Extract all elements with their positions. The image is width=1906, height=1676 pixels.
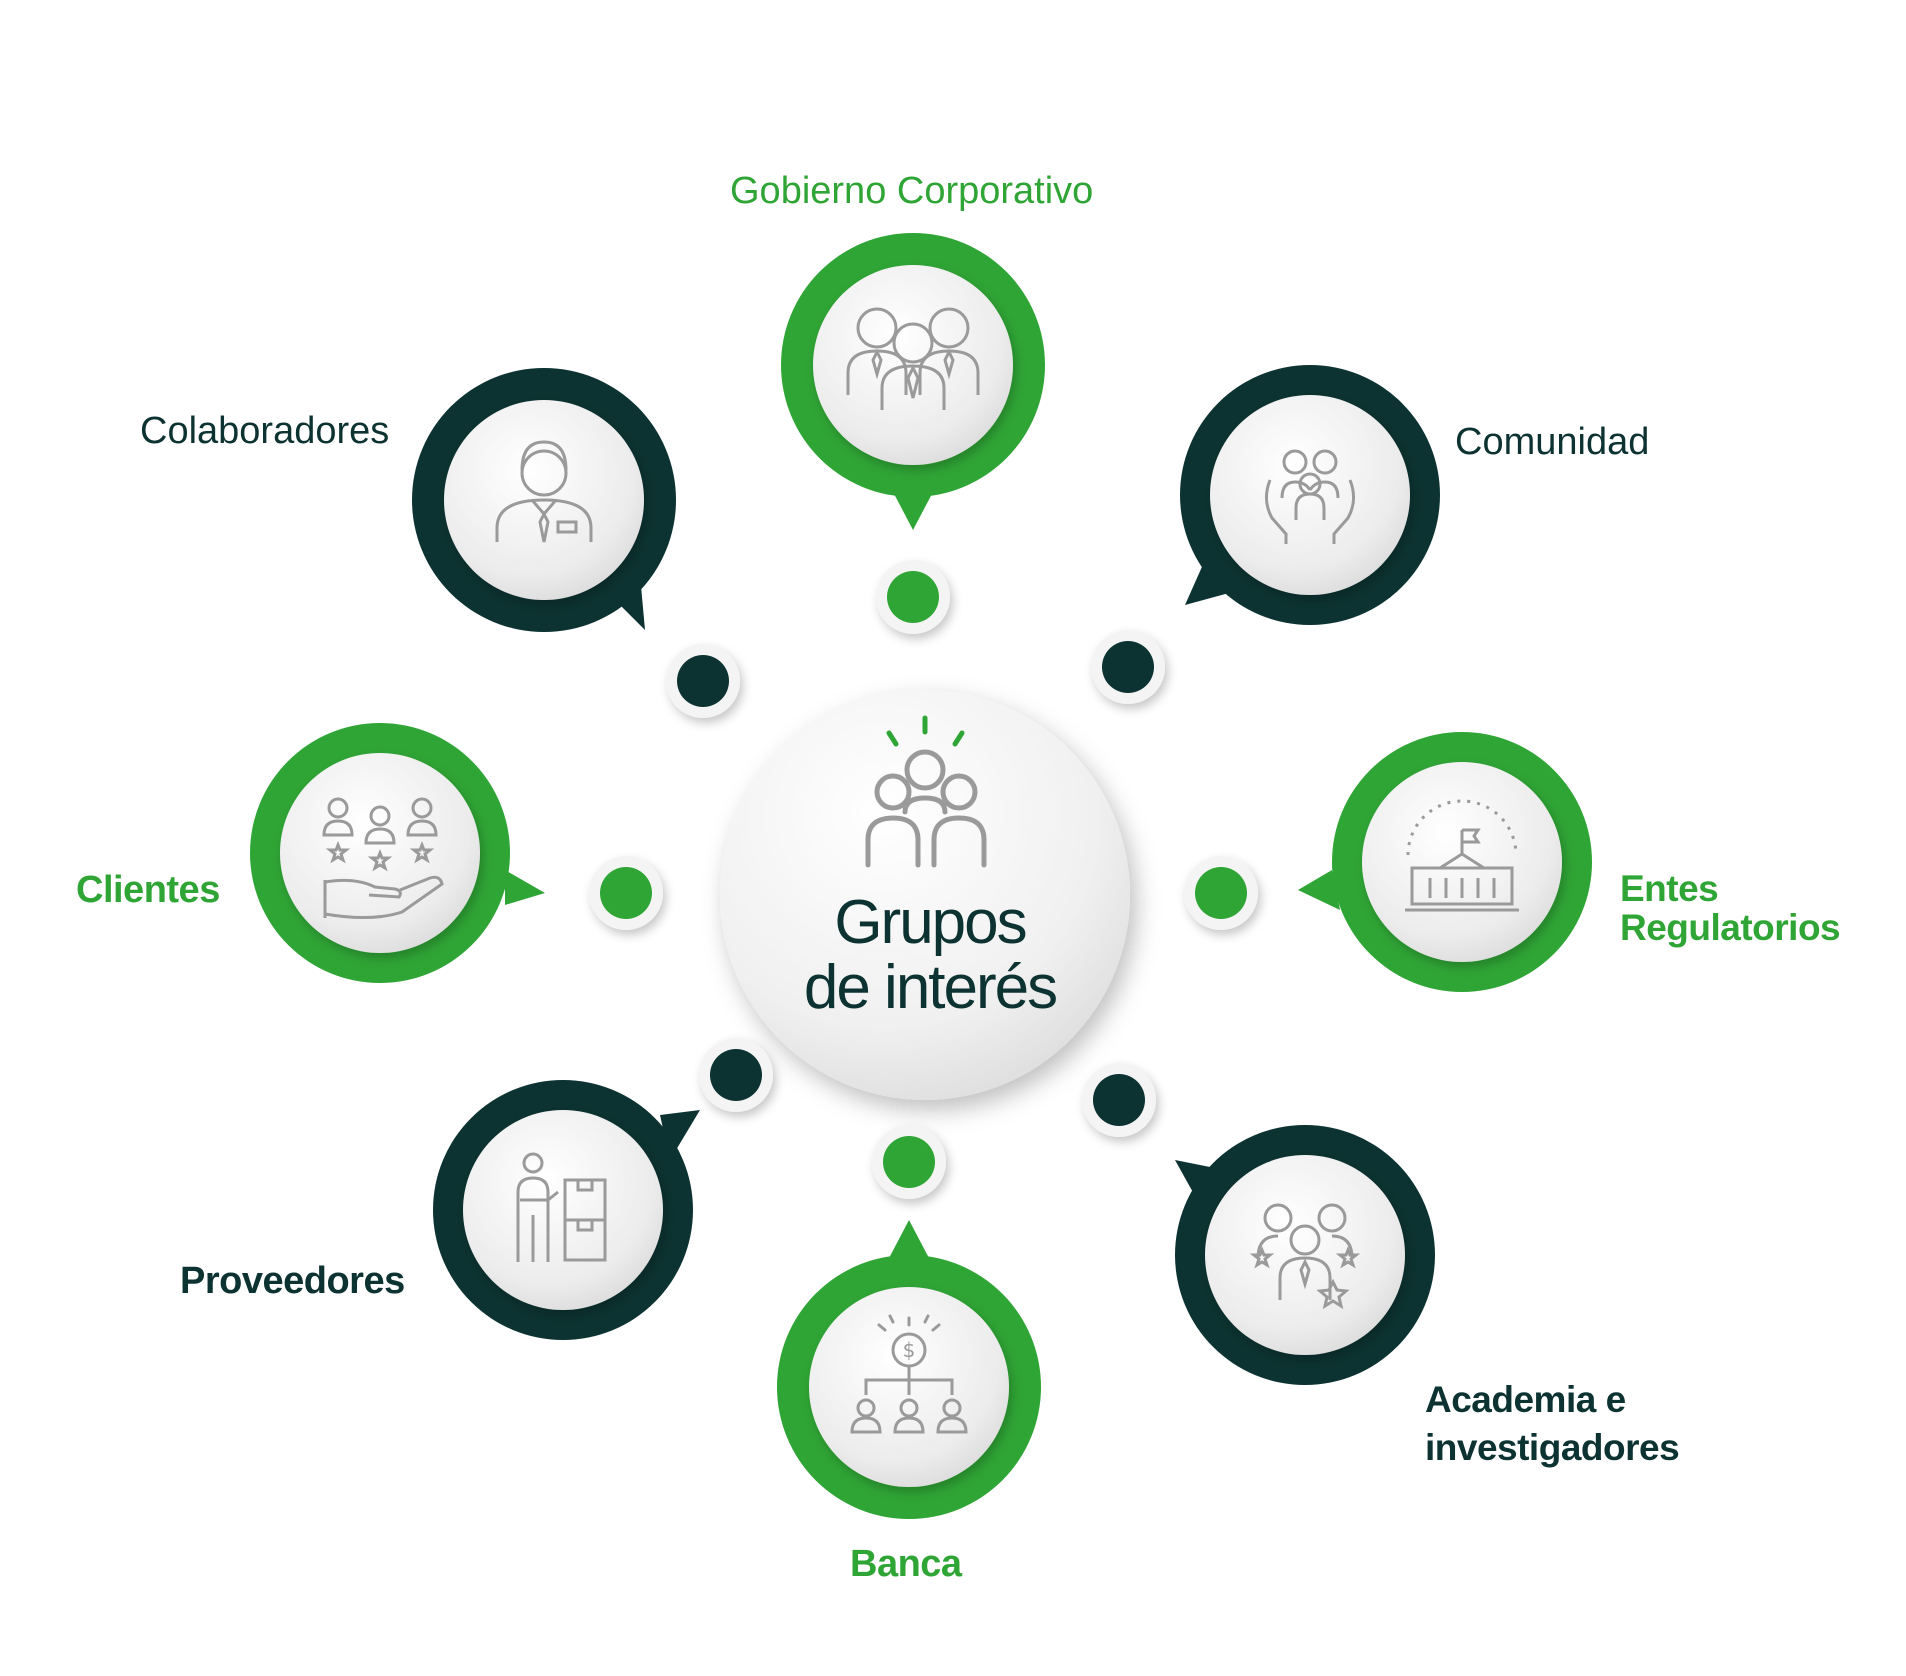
connector-dot-clientes (589, 856, 663, 930)
node-entes (1298, 732, 1592, 992)
hand-customers-stars-icon (322, 797, 444, 920)
community-hands-icon (1265, 449, 1355, 544)
connector-dots (589, 560, 1258, 1199)
label-banca: Banca (850, 1543, 962, 1585)
supplier-boxes-icon (516, 1152, 607, 1262)
node-clientes (250, 723, 545, 983)
government-building-icon (1405, 799, 1519, 912)
label-entes: Entes Regulatorios (1620, 868, 1841, 948)
label-academia: Academia e investigadores (1425, 1376, 1680, 1472)
label-academia-line2: investigadores (1425, 1427, 1680, 1469)
center-title: Grupos de interés (740, 890, 1120, 1020)
node-banca: $ (777, 1220, 1041, 1519)
connector-dot-banca (872, 1125, 946, 1199)
node-gobierno (781, 233, 1045, 530)
label-proveedores: Proveedores (180, 1260, 405, 1302)
node-proveedores (433, 1080, 700, 1340)
label-clientes: Clientes (76, 869, 220, 911)
label-entes-line2: Regulatorios (1620, 906, 1841, 948)
money-hierarchy-icon: $ (850, 1314, 968, 1434)
center-title-line2: de interés (803, 953, 1058, 1023)
board-executives-icon (846, 307, 980, 410)
connector-dot-gobierno (876, 560, 950, 634)
people-group-icon (865, 715, 987, 868)
svg-text:$: $ (903, 1338, 916, 1362)
node-academia (1175, 1125, 1435, 1385)
center-node (720, 690, 1130, 1100)
connector-dot-proveedores (699, 1038, 773, 1112)
connector-dot-comunidad (1091, 630, 1165, 704)
node-comunidad (1180, 365, 1440, 625)
label-academia-line1: Academia e (1425, 1379, 1626, 1420)
connector-dot-academia (1082, 1063, 1156, 1137)
label-gobierno: Gobierno Corporativo (730, 170, 1094, 212)
label-comunidad: Comunidad (1455, 421, 1650, 463)
label-entes-line1: Entes (1620, 868, 1719, 909)
connector-dot-colaboradores (666, 644, 740, 718)
center-title-line1: Grupos (834, 888, 1027, 957)
academics-star-icon (1249, 1203, 1361, 1310)
label-colaboradores: Colaboradores (140, 410, 390, 452)
connector-dot-entes (1184, 856, 1258, 930)
employee-icon (495, 440, 593, 543)
node-colaboradores (412, 368, 676, 632)
